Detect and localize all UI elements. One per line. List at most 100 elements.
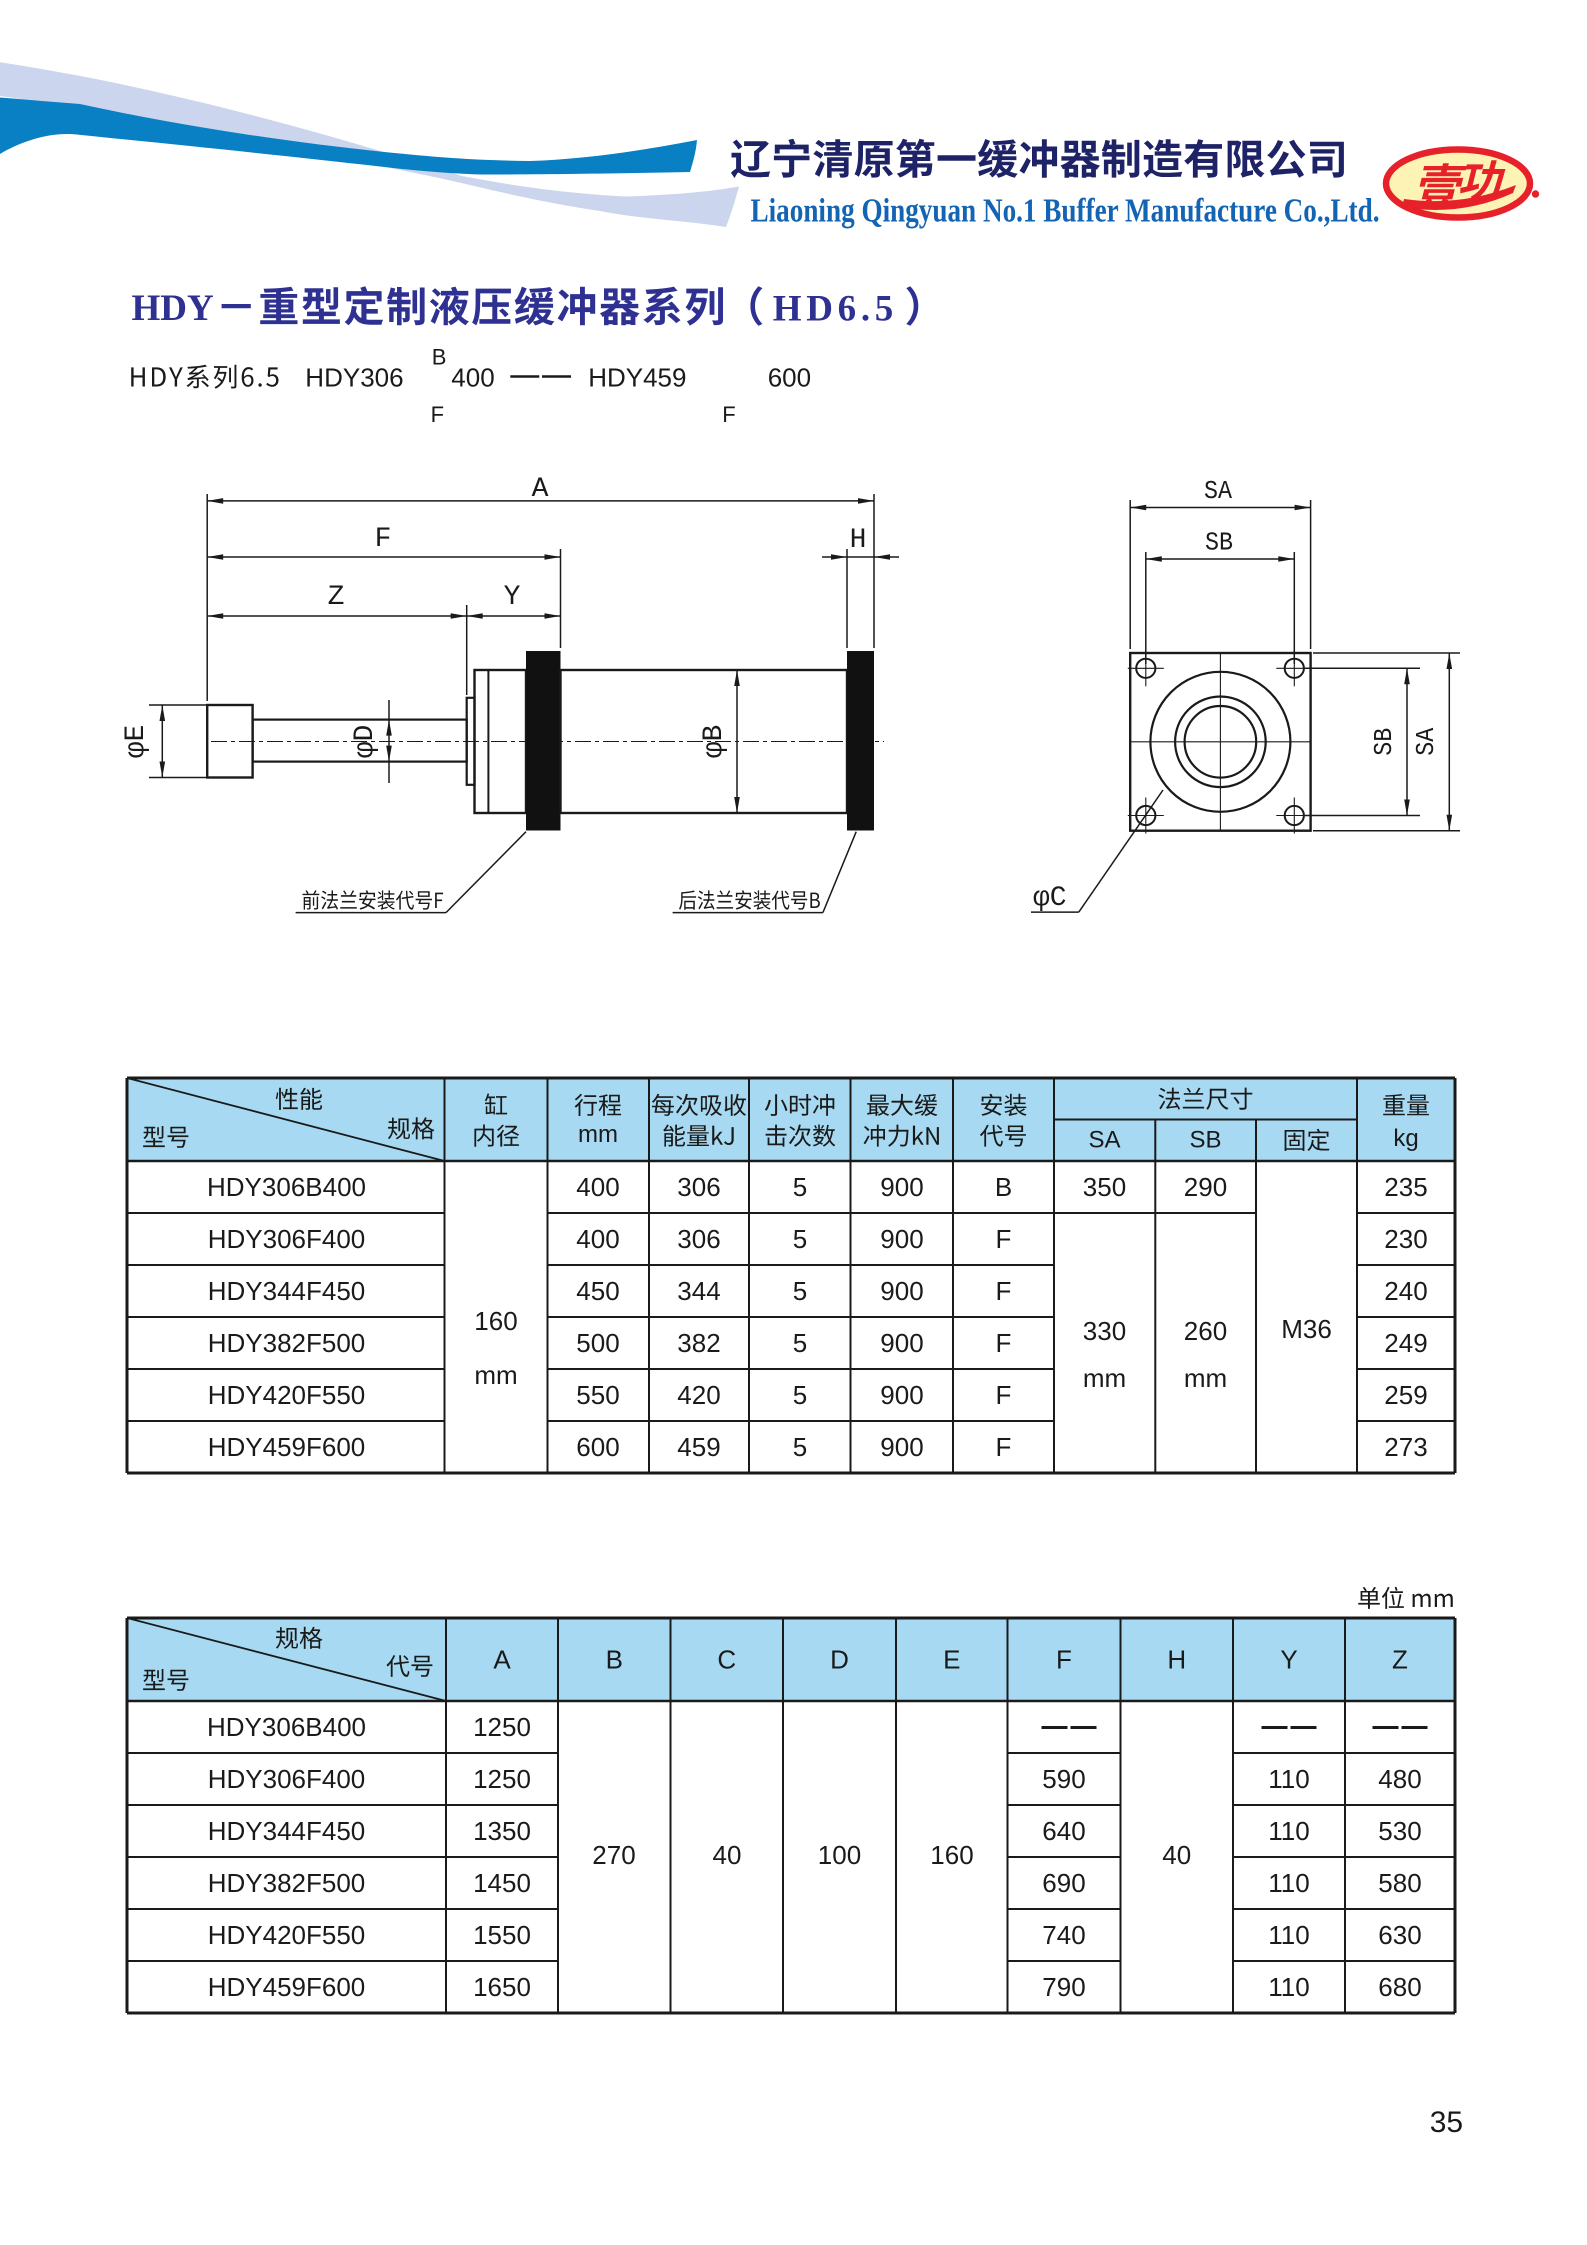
svg-text:900: 900 xyxy=(880,1224,923,1254)
svg-text:160: 160 xyxy=(474,1306,517,1336)
svg-text:Z: Z xyxy=(328,582,345,613)
svg-text:A: A xyxy=(493,1645,511,1675)
svg-text:740: 740 xyxy=(1042,1920,1085,1950)
svg-text:F: F xyxy=(996,1328,1012,1358)
svg-text:450: 450 xyxy=(576,1276,619,1306)
svg-text:110: 110 xyxy=(1268,1764,1309,1794)
svg-text:5: 5 xyxy=(793,1172,807,1202)
svg-text:306: 306 xyxy=(677,1172,720,1202)
svg-text:H: H xyxy=(850,525,867,556)
svg-text:350: 350 xyxy=(1083,1172,1126,1202)
svg-text:B: B xyxy=(432,344,447,369)
svg-text:HDY306F400: HDY306F400 xyxy=(208,1224,366,1254)
svg-text:900: 900 xyxy=(880,1380,923,1410)
svg-text:306: 306 xyxy=(677,1224,720,1254)
svg-text:SB: SB xyxy=(1205,528,1233,558)
svg-text:690: 690 xyxy=(1042,1868,1085,1898)
svg-text:HD6.5: HD6.5 xyxy=(773,289,894,330)
svg-text:HDY420F550: HDY420F550 xyxy=(208,1380,366,1410)
svg-text:330: 330 xyxy=(1083,1316,1126,1346)
svg-text:HDY382F500: HDY382F500 xyxy=(208,1328,366,1358)
svg-text:230: 230 xyxy=(1384,1224,1427,1254)
svg-text:1250: 1250 xyxy=(473,1712,531,1742)
svg-text:φB: φB xyxy=(699,725,730,759)
svg-text:40: 40 xyxy=(713,1840,742,1870)
svg-text:110: 110 xyxy=(1268,1972,1309,2002)
svg-text:1650: 1650 xyxy=(473,1972,531,2002)
svg-text:420: 420 xyxy=(677,1380,720,1410)
svg-text:35: 35 xyxy=(1430,2106,1463,2139)
svg-text:110: 110 xyxy=(1268,1920,1309,1950)
svg-text:SA: SA xyxy=(1204,476,1232,506)
svg-text:400: 400 xyxy=(576,1172,619,1202)
svg-text:φE: φE xyxy=(121,725,152,759)
svg-text:900: 900 xyxy=(880,1276,923,1306)
svg-text:F: F xyxy=(996,1224,1012,1254)
svg-text:Y: Y xyxy=(504,582,521,613)
svg-text:600: 600 xyxy=(768,363,811,393)
svg-text:5: 5 xyxy=(793,1432,807,1462)
svg-text:5: 5 xyxy=(793,1276,807,1306)
svg-text:240: 240 xyxy=(1384,1276,1427,1306)
svg-text:249: 249 xyxy=(1384,1328,1427,1358)
svg-text:SB: SB xyxy=(1189,1126,1221,1153)
svg-text:HDY306B400: HDY306B400 xyxy=(207,1172,366,1202)
svg-text:580: 580 xyxy=(1378,1868,1421,1898)
svg-text:900: 900 xyxy=(880,1432,923,1462)
svg-text:110: 110 xyxy=(1268,1868,1309,1898)
svg-text:1250: 1250 xyxy=(473,1764,531,1794)
svg-text:Liaoning Qingyuan No.1 Buffer: Liaoning Qingyuan No.1 Buffer Manufactur… xyxy=(751,193,1380,230)
svg-text:344: 344 xyxy=(677,1276,720,1306)
svg-text:160: 160 xyxy=(930,1840,973,1870)
svg-text:100: 100 xyxy=(818,1840,861,1870)
svg-text:mm: mm xyxy=(1184,1363,1227,1393)
svg-text:HDY459F600: HDY459F600 xyxy=(208,1972,366,2002)
svg-text:D: D xyxy=(830,1645,849,1675)
svg-text:HDY306: HDY306 xyxy=(305,363,403,393)
svg-text:F: F xyxy=(375,524,392,555)
svg-text:Z: Z xyxy=(1392,1645,1408,1675)
svg-text:680: 680 xyxy=(1378,1972,1421,2002)
svg-text:270: 270 xyxy=(592,1840,635,1870)
svg-text:HDY306B400: HDY306B400 xyxy=(207,1712,366,1742)
svg-text:SB: SB xyxy=(1369,728,1399,756)
svg-text:SA: SA xyxy=(1411,727,1441,755)
svg-text:F: F xyxy=(431,402,444,427)
svg-text:600: 600 xyxy=(576,1432,619,1462)
svg-text:630: 630 xyxy=(1378,1920,1421,1950)
svg-text:550: 550 xyxy=(576,1380,619,1410)
svg-text:H: H xyxy=(1167,1645,1186,1675)
svg-text:HDY344F450: HDY344F450 xyxy=(208,1816,366,1846)
svg-text:M36: M36 xyxy=(1281,1314,1332,1344)
svg-text:40: 40 xyxy=(1162,1840,1191,1870)
svg-text:HDY459F600: HDY459F600 xyxy=(208,1432,366,1462)
svg-text:HDY: HDY xyxy=(132,288,215,329)
svg-text:273: 273 xyxy=(1384,1432,1427,1462)
svg-text:110: 110 xyxy=(1268,1816,1309,1846)
svg-text:480: 480 xyxy=(1378,1764,1421,1794)
svg-text:400: 400 xyxy=(576,1224,619,1254)
svg-text:mm: mm xyxy=(578,1121,618,1148)
svg-text:E: E xyxy=(943,1645,960,1675)
svg-text:382: 382 xyxy=(677,1328,720,1358)
svg-text:900: 900 xyxy=(880,1172,923,1202)
svg-text:235: 235 xyxy=(1384,1172,1427,1202)
svg-text:B: B xyxy=(606,1645,623,1675)
svg-text:φD: φD xyxy=(350,725,381,759)
svg-text:5: 5 xyxy=(793,1224,807,1254)
svg-text:mm: mm xyxy=(474,1360,517,1390)
svg-text:530: 530 xyxy=(1378,1816,1421,1846)
svg-text:590: 590 xyxy=(1042,1764,1085,1794)
svg-text:HDY344F450: HDY344F450 xyxy=(208,1276,366,1306)
svg-text:SA: SA xyxy=(1088,1126,1120,1153)
svg-text:1550: 1550 xyxy=(473,1920,531,1950)
svg-text:259: 259 xyxy=(1384,1380,1427,1410)
svg-text:5: 5 xyxy=(793,1380,807,1410)
svg-text:260: 260 xyxy=(1184,1316,1227,1346)
svg-text:640: 640 xyxy=(1042,1816,1085,1846)
svg-text:F: F xyxy=(996,1276,1012,1306)
svg-text:B: B xyxy=(995,1172,1012,1202)
svg-text:790: 790 xyxy=(1042,1972,1085,2002)
svg-text:HDY420F550: HDY420F550 xyxy=(208,1920,366,1950)
svg-text:F: F xyxy=(996,1432,1012,1462)
